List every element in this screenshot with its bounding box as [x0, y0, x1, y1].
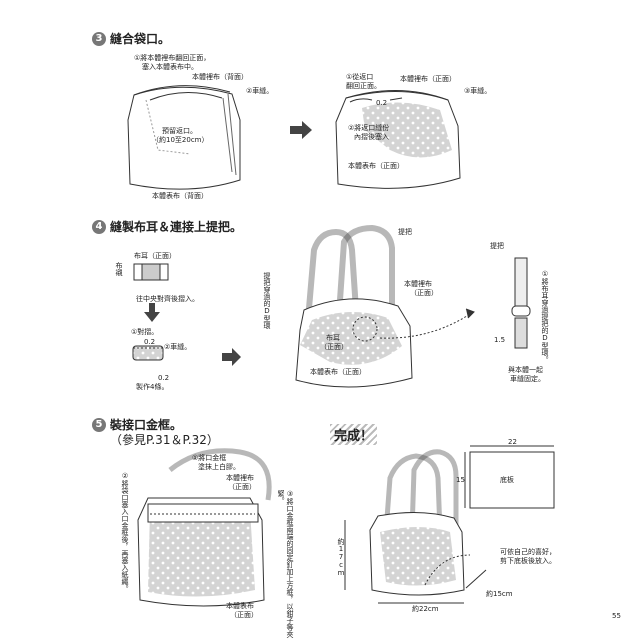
base-board-label: 底板	[500, 476, 514, 484]
step3-right-bag	[335, 89, 461, 189]
s3-left-note1b: 塞入本體表布中。	[142, 63, 198, 71]
step-number: 4	[92, 219, 106, 234]
s3-right-sew: ③車縫。	[464, 87, 492, 95]
step3-left-bag	[127, 85, 241, 190]
s4r-note1: ①將布耳穿過提把的D型環。	[541, 270, 549, 363]
s4-fold-half: ①對摺。	[131, 328, 159, 336]
s3-left-lining: 本體裡布（背面）	[192, 73, 248, 81]
s4-handle-label: 提把	[398, 228, 412, 236]
s4r-measure: 1.5	[494, 336, 506, 344]
s4-tab-label: 布耳（正面）	[134, 252, 176, 260]
step-text: 裝接口金框。	[110, 418, 183, 432]
s3-right-note1a: ①從返口	[346, 73, 374, 81]
base-tip1: 可依自己的喜好，	[500, 548, 556, 556]
base-board	[464, 445, 555, 509]
arrow-2	[222, 348, 241, 366]
s4-tab-mid-side: （正面）	[320, 343, 348, 351]
s5-outer-side: （正面）	[230, 611, 258, 619]
s3-right-fold2: 內摺後塞入	[354, 133, 389, 141]
s5-lining: 本體裡布	[226, 474, 254, 482]
step5-bag	[137, 448, 272, 607]
bag-depth: 約15cm	[486, 590, 513, 598]
s5-note2: ②將袋口塞入口金框後，再塞入紙繩。	[121, 472, 129, 592]
step-text: 縫製布耳＆連接上提把。	[110, 220, 243, 234]
s5-glue1: ①將口金框	[192, 454, 227, 462]
step-5-ref: （參見P.31＆P.32）	[110, 433, 219, 447]
bag-height: 約17cm	[337, 538, 345, 577]
finished-bag	[344, 449, 487, 604]
s4-tab-mid: 布耳	[326, 334, 340, 342]
s4-sew: ②車縫。	[164, 343, 192, 351]
s5-glue2: 塗抹上白膠。	[198, 463, 240, 471]
arrow-1	[290, 121, 312, 139]
step-text: 縫合袋口。	[110, 32, 171, 46]
s3-left-sew: ②車縫。	[246, 87, 274, 95]
step-number: 5	[92, 417, 106, 432]
step-number: 3	[92, 31, 106, 46]
s3-right-fold1: ②將返口縫份	[348, 124, 390, 132]
step4-strap-detail	[511, 257, 531, 349]
s4-dring-note: 提把穿過的D型環	[263, 272, 271, 329]
base-height: 15	[456, 476, 465, 484]
s4-lining: 本體裡布	[404, 280, 432, 288]
s3-right-measure: 0.2	[376, 99, 388, 107]
s4r-handle: 提把	[490, 242, 504, 250]
step4-tab-pieces	[132, 263, 169, 361]
s3-right-note1b: 翻回正面。	[346, 82, 381, 90]
base-width: 22	[508, 438, 517, 446]
bag-width: 約22cm	[412, 605, 439, 613]
s4r-join1: 與本體一起	[508, 366, 543, 374]
s3-left-opening: 預留返口。	[162, 127, 197, 135]
s3-left-outer: 本體表布（背面）	[152, 192, 208, 200]
step-5-title: 5 裝接口金框。	[92, 416, 182, 433]
step4-bag	[295, 224, 475, 388]
s5-note3: ③將口金框兩端的固定釘加上方框，以鉗子等夾緊。	[277, 490, 294, 638]
step-4-title: 4 縫製布耳＆連接上提把。	[92, 218, 242, 235]
finished-label: 完成！	[330, 424, 378, 445]
step-3-title: 3 縫合袋口。	[92, 30, 170, 47]
s3-right-outer: 本體表布（正面）	[348, 162, 404, 170]
base-tip2: 剪下底板後放入。	[500, 557, 556, 565]
s4-measure-a: 0.2	[144, 338, 156, 346]
s4-fold-center: 往中央對齊後摺入。	[136, 295, 199, 303]
s3-left-opening-size: （約10至20cm）	[152, 136, 209, 144]
s4-measure-b: 0.2	[158, 374, 170, 382]
s4r-join2: 車縫固定。	[510, 375, 545, 383]
s5-lining-side: （正面）	[228, 483, 256, 491]
s3-left-note1a: ①將本體裡布翻回正面，	[134, 54, 211, 62]
s4-make-four: 製作4條。	[136, 383, 169, 391]
s4-interfacing: 布襯	[115, 262, 123, 276]
s4-lining-side: （正面）	[410, 289, 438, 297]
s5-outer: 本體表布	[226, 602, 254, 610]
page-number: 55	[612, 612, 621, 620]
s4-outer: 本體表布（正面）	[310, 368, 366, 376]
s3-right-lining: 本體裡布（正面）	[400, 75, 456, 83]
